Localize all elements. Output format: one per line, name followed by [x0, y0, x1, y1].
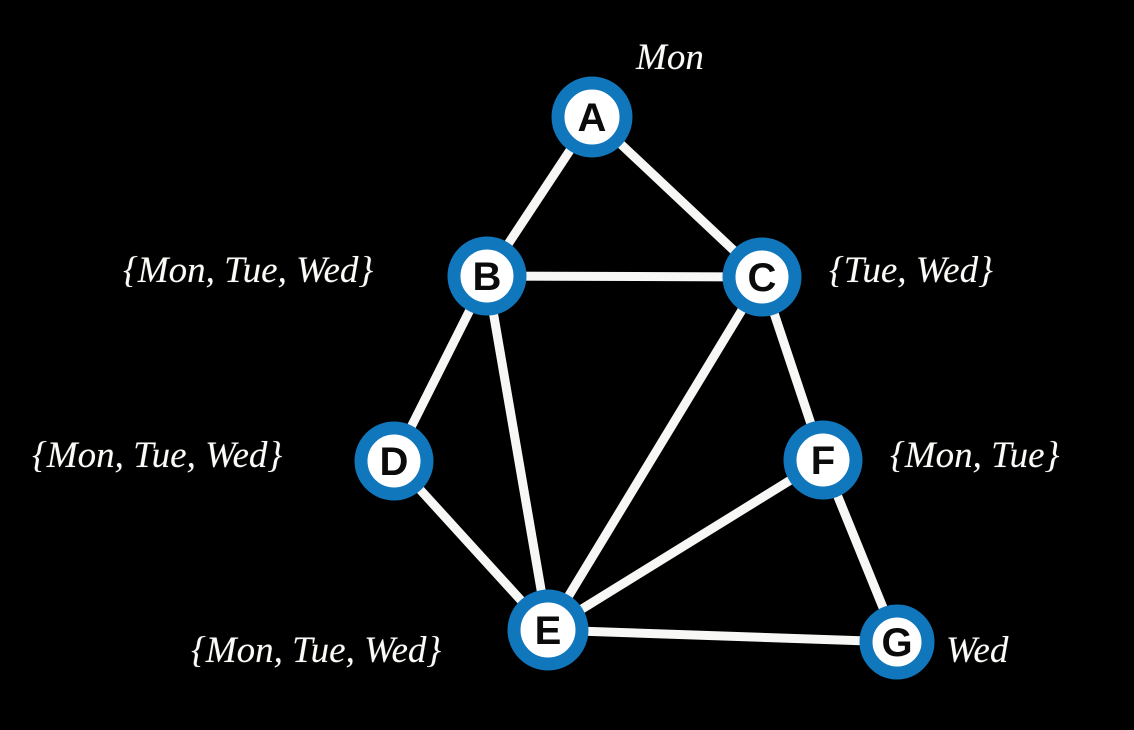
- node-circle-e: [507, 589, 589, 671]
- node-letter-g: G: [881, 621, 912, 665]
- graph-node-g[interactable]: G: [859, 604, 935, 680]
- domain-label-a: Mon: [636, 37, 704, 78]
- graph-edge-e-g: [543, 625, 902, 647]
- node-circle-f: [783, 420, 863, 500]
- node-circle-b: [447, 236, 527, 316]
- domain-label-d: {Mon, Tue, Wed}: [32, 435, 283, 476]
- node-letter-b: B: [473, 255, 502, 299]
- node-circle-a: [551, 76, 633, 158]
- graph-edge-b-e: [482, 271, 553, 635]
- graph-node-d[interactable]: D: [354, 421, 434, 501]
- domain-label-c: {Tue, Wed}: [829, 250, 993, 291]
- graph-edge-e-f: [543, 455, 828, 635]
- graph-node-a[interactable]: A: [551, 76, 633, 158]
- node-circle-g: [859, 604, 935, 680]
- graph-node-c[interactable]: C: [722, 237, 802, 317]
- node-letter-f: F: [811, 439, 835, 483]
- graph-edge-b-c: [482, 271, 767, 282]
- node-letter-d: D: [380, 440, 409, 484]
- graph-node-e[interactable]: E: [507, 589, 589, 671]
- nodes-layer: A B C D E F G: [354, 76, 935, 680]
- node-circle-d: [354, 421, 434, 501]
- node-letter-c: C: [748, 256, 777, 300]
- graph-node-f[interactable]: F: [783, 420, 863, 500]
- graph-node-b[interactable]: B: [447, 236, 527, 316]
- domain-label-e: {Mon, Tue, Wed}: [191, 630, 442, 671]
- domain-label-b: {Mon, Tue, Wed}: [123, 250, 374, 291]
- node-letter-a: A: [578, 96, 607, 140]
- graph-edge-c-e: [543, 272, 767, 635]
- domain-label-g: Wed: [946, 630, 1009, 671]
- node-letter-e: E: [535, 609, 562, 653]
- node-circle-c: [722, 237, 802, 317]
- domain-label-f: {Mon, Tue}: [890, 435, 1060, 476]
- edges-layer: [389, 112, 902, 647]
